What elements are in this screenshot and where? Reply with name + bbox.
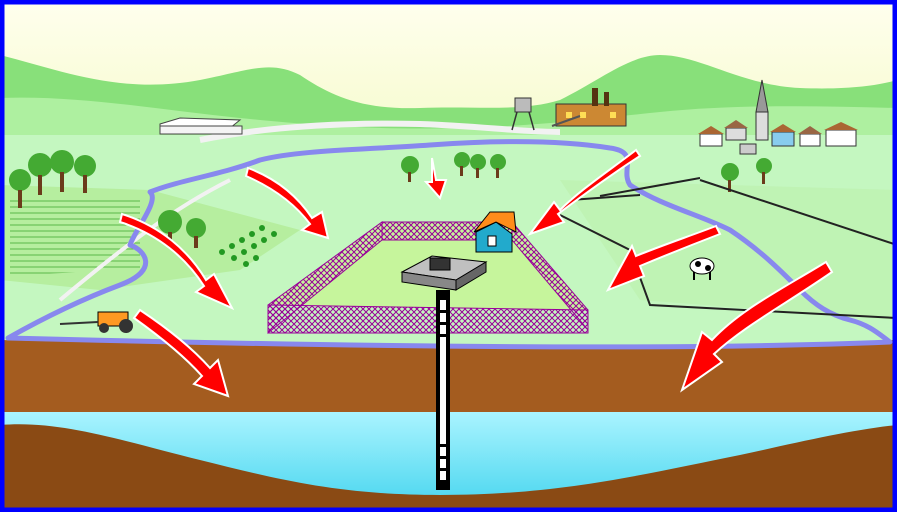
pollution-arrow [527,148,642,237]
road [199,120,561,143]
pollution-arrows [118,148,834,398]
crop-field-rows [10,200,140,275]
wellhead-protection-zone [5,139,893,350]
bedrock [0,424,897,512]
crop-plants [219,225,277,267]
pollution-arrow [605,224,722,292]
tree-icon [158,158,772,248]
pollution-arrow [423,157,448,200]
pollution-arrow [132,308,230,398]
tree-icon [9,150,96,208]
well-casing-icon [436,290,450,490]
water-tower-icon [511,97,535,131]
pollution-arrow [118,212,235,311]
tractor-icon [59,311,133,333]
barn-icon [159,117,243,135]
pollution-arrow [680,260,834,393]
pump-house-icon [473,211,517,253]
wellhead-icon [400,255,488,291]
village-icon [698,79,858,155]
tree-icon [401,152,506,182]
factory-icon [551,88,627,127]
cow-icon [689,257,715,280]
pollution-arrow [244,166,330,240]
